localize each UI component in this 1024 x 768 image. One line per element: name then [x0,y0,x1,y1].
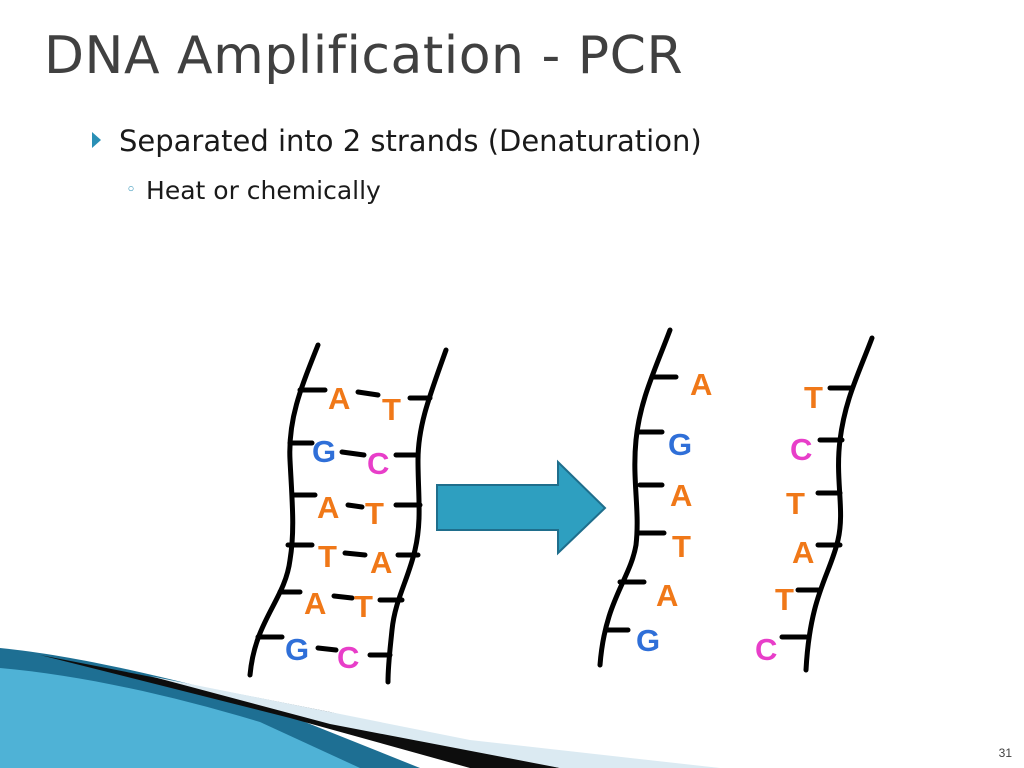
double-strand-left-base: T [318,539,337,574]
double-strand-right-base: T [354,589,373,624]
sub-bullet-item: ◦ Heat or chemically [126,176,381,205]
separated-bonds [603,374,855,640]
triangle-bullet-icon [92,132,101,148]
circle-bullet-icon: ◦ [126,180,137,200]
separated-left-base: T [672,529,691,564]
slide-title: DNA Amplification - PCR [44,26,684,86]
separated-right-base: C [790,432,812,467]
bullet-item: Separated into 2 strands (Denaturation) [92,124,702,158]
double-strand-right-base: C [337,640,359,675]
separated-right-base: T [786,486,805,521]
double-strand-bonds [255,387,433,658]
page-number: 31 [998,746,1012,760]
double-strand-left-base: G [285,632,309,667]
double-strand-left-base: A [317,490,339,525]
separated-left-base: A [670,478,692,513]
separated-right-base: A [792,535,814,570]
sub-bullet-text: Heat or chemically [146,176,381,205]
double-strand-left-base: G [312,434,336,469]
process-arrow [436,459,607,556]
double-strand-left-backbone [247,342,321,678]
double-strand-backbones [247,342,449,685]
separated-left-backbone [597,327,673,668]
separated-left-base: A [656,578,678,613]
separated-bases: A G A T A G T C T A T C [636,367,823,667]
double-strand-right-base: A [370,545,392,580]
separated-backbones [597,327,875,673]
double-strand-right-base: T [382,392,401,427]
separated-left-base: A [690,367,712,402]
separated-left-base: G [668,427,692,462]
separated-right-base: T [775,582,794,617]
double-strand-bases: A T G C A T T A A T G C [285,381,401,675]
double-strand-left-base: A [304,586,326,621]
separated-right-base: T [804,380,823,415]
double-strand-right-base: T [365,496,384,531]
separated-left-base: G [636,623,660,658]
separated-right-base: C [755,632,777,667]
double-strand-right-backbone [385,347,449,685]
double-strand-right-base: C [367,446,389,481]
double-strand-left-base: A [328,381,350,416]
bullet-text: Separated into 2 strands (Denaturation) [119,124,702,158]
decorative-swoosh [0,648,720,768]
